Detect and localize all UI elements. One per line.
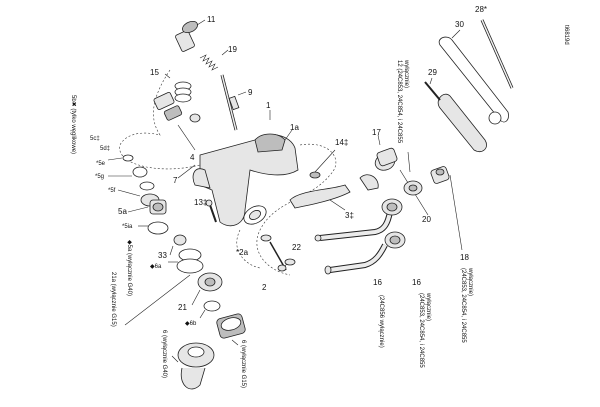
label-20: 20 [422, 215, 431, 224]
part-6a-orings [168, 248, 204, 274]
tube-16-upper [314, 198, 403, 242]
label-21: 21 [178, 303, 187, 312]
label-18-note-2: wyłącznie) [467, 267, 473, 296]
part-13-screw [205, 199, 217, 223]
label-30: 30 [455, 20, 464, 29]
label-33: 33 [158, 251, 167, 260]
label-5c: 5c‡ [90, 136, 100, 142]
label-5e: *5e [96, 161, 106, 167]
gun-body-part-1 [192, 110, 299, 227]
label-2a: *2a [236, 248, 249, 257]
part-5ia-oring [138, 221, 169, 235]
label-18-num: 18 [460, 253, 469, 262]
assembly-loop-left [119, 69, 201, 170]
tool-28-brush [480, 19, 514, 89]
label-17: 17 [372, 128, 381, 137]
part-6-g40-guard [171, 342, 215, 390]
label-16b-note-2: wyłącznie) [425, 292, 431, 321]
label-11: 11 [207, 15, 216, 24]
label-6b: ◆6b [185, 321, 197, 327]
label-9: 9 [248, 88, 253, 97]
label-5ia: *5ia [122, 224, 133, 230]
part-5a-seat [127, 199, 167, 215]
part-11 [175, 19, 206, 52]
part-18-fitting [430, 166, 463, 251]
label-16b-num: 16 [412, 278, 421, 287]
label-19: 19 [228, 45, 237, 54]
assembly-loop-bottom [236, 229, 261, 269]
label-5g: *5g [95, 174, 104, 180]
part-33 [169, 234, 187, 256]
label-18-note: (24C853, 24C854, i 24C855 [460, 268, 466, 343]
label-16a-note: (24C856 wyłącznie) [378, 295, 384, 348]
part-22-valve [269, 241, 296, 272]
label-14: 14‡ [335, 138, 348, 147]
part-17-fitting [359, 134, 429, 216]
tube-16-lower [324, 231, 406, 275]
part-6-g15-guard [216, 313, 246, 346]
label-12-note-2: wyłącznie) [403, 59, 409, 88]
label-6a: ◆6a [150, 264, 162, 270]
part-15-spring [164, 73, 192, 103]
part-housing-upper [153, 92, 201, 151]
figure-id: ti6819d [563, 25, 569, 45]
part-6b-oring [199, 300, 221, 319]
label-4: 4 [190, 153, 195, 162]
part-5g-oring [108, 166, 155, 191]
label-6-g15-note: 6 (wyłącznie G15) [240, 340, 246, 388]
label-16b-note: (24C853, 24C854, i 24C855 [418, 293, 424, 368]
part-21-aircap [124, 272, 223, 326]
label-13: 13‡ [194, 198, 207, 207]
label-5a: 5a [118, 207, 127, 216]
label-15: 15 [150, 68, 159, 77]
label-22: 22 [292, 243, 301, 252]
label-5f: *5f [108, 188, 116, 194]
part-7 [177, 164, 196, 179]
label-3: 3‡ [345, 211, 354, 220]
label-5b-note: 5b✖ (tylko węglikowe) [70, 95, 77, 154]
part-5b-5c-5d [107, 154, 134, 162]
label-2: 2 [262, 283, 267, 292]
tool-29-screwdriver [424, 77, 487, 153]
label-12-note: 12 (24C853, 24C854, i 24C855 [396, 60, 402, 144]
label-21a-note: 21a (wyłącznie G15) [110, 272, 116, 327]
part-9-needle [220, 74, 247, 131]
label-6-g40-note: 6 (wyłącznie G40) [161, 330, 167, 378]
trigger-part-14 [289, 149, 351, 211]
label-7: 7 [173, 176, 178, 185]
part-19-spring [199, 49, 229, 71]
part-2a [260, 234, 272, 242]
label-28: 28* [475, 5, 487, 14]
label-5d: 5d‡ [100, 146, 110, 152]
label-1: 1 [266, 101, 271, 110]
tool-30-wrench [438, 29, 509, 125]
label-29: 29 [428, 68, 437, 77]
label-1a: 1a [290, 123, 299, 132]
label-16a-num: 16 [373, 278, 382, 287]
label-5a-g40-note: ◆5a (wyłącznie G40) [126, 240, 132, 296]
part-12-fitting [403, 151, 423, 196]
